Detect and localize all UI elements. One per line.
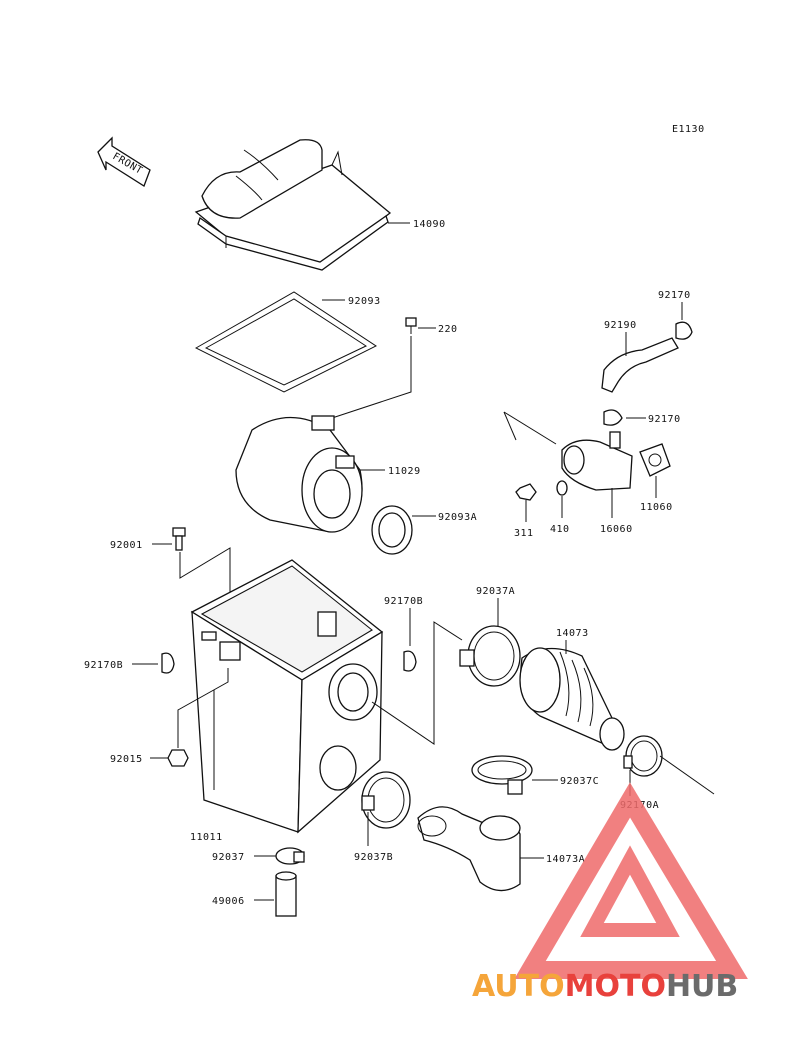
hose-clamp xyxy=(275,847,305,865)
part-label: 311 xyxy=(514,528,534,539)
part-label: 92170 xyxy=(658,290,691,301)
part-label: 220 xyxy=(438,324,458,335)
bolt xyxy=(172,527,186,551)
part-label: 92001 xyxy=(110,540,143,551)
clamp xyxy=(675,321,693,340)
intake-boot xyxy=(519,647,625,751)
part-label: 11011 xyxy=(190,832,223,843)
hose-clamp xyxy=(361,771,411,829)
air-cleaner-cover xyxy=(194,139,392,271)
diagram-code: E1130 xyxy=(672,124,705,135)
breather-gasket xyxy=(639,443,671,477)
part-label: 49006 xyxy=(212,896,245,907)
part-label: 92170B xyxy=(84,660,123,671)
hose-clamp xyxy=(623,735,663,777)
breather-hose xyxy=(601,337,679,393)
part-label: 92170B xyxy=(384,596,423,607)
part-label: 410 xyxy=(550,524,570,535)
air-filter-element xyxy=(235,415,363,533)
nut xyxy=(515,483,537,501)
part-label: 92190 xyxy=(604,320,637,331)
part-label: 92037 xyxy=(212,852,245,863)
part-label: 92093A xyxy=(438,512,477,523)
part-label: 14073 xyxy=(556,628,589,639)
part-label: 11060 xyxy=(640,502,673,513)
hose-clamp xyxy=(459,625,521,687)
screw xyxy=(405,317,417,334)
part-label: 92093 xyxy=(348,296,381,307)
intake-duct xyxy=(417,806,521,892)
clamp xyxy=(403,650,417,672)
part-label: 92037C xyxy=(560,776,599,787)
breather-body xyxy=(561,431,633,491)
clamp xyxy=(603,409,623,426)
part-label: 92037B xyxy=(354,852,393,863)
gasket xyxy=(194,291,377,393)
hose-clamp xyxy=(471,755,533,795)
clamp xyxy=(161,652,175,674)
part-label: 92037A xyxy=(476,586,515,597)
part-label: 14090 xyxy=(413,219,446,230)
seal-ring xyxy=(371,505,413,555)
air-cleaner-case xyxy=(190,559,384,834)
part-label: 92015 xyxy=(110,754,143,765)
sleeve xyxy=(275,871,297,917)
part-label: 92170 xyxy=(648,414,681,425)
watermark-logo xyxy=(514,782,748,979)
part-label: 14073A xyxy=(546,854,585,865)
part-label: 16060 xyxy=(600,524,633,535)
nut xyxy=(167,749,189,767)
front-arrow-icon: FRONT xyxy=(97,136,151,187)
watermark-auto: AUTOMOTOHUB xyxy=(472,969,738,1004)
part-label: 11029 xyxy=(388,466,421,477)
washer xyxy=(556,480,568,496)
